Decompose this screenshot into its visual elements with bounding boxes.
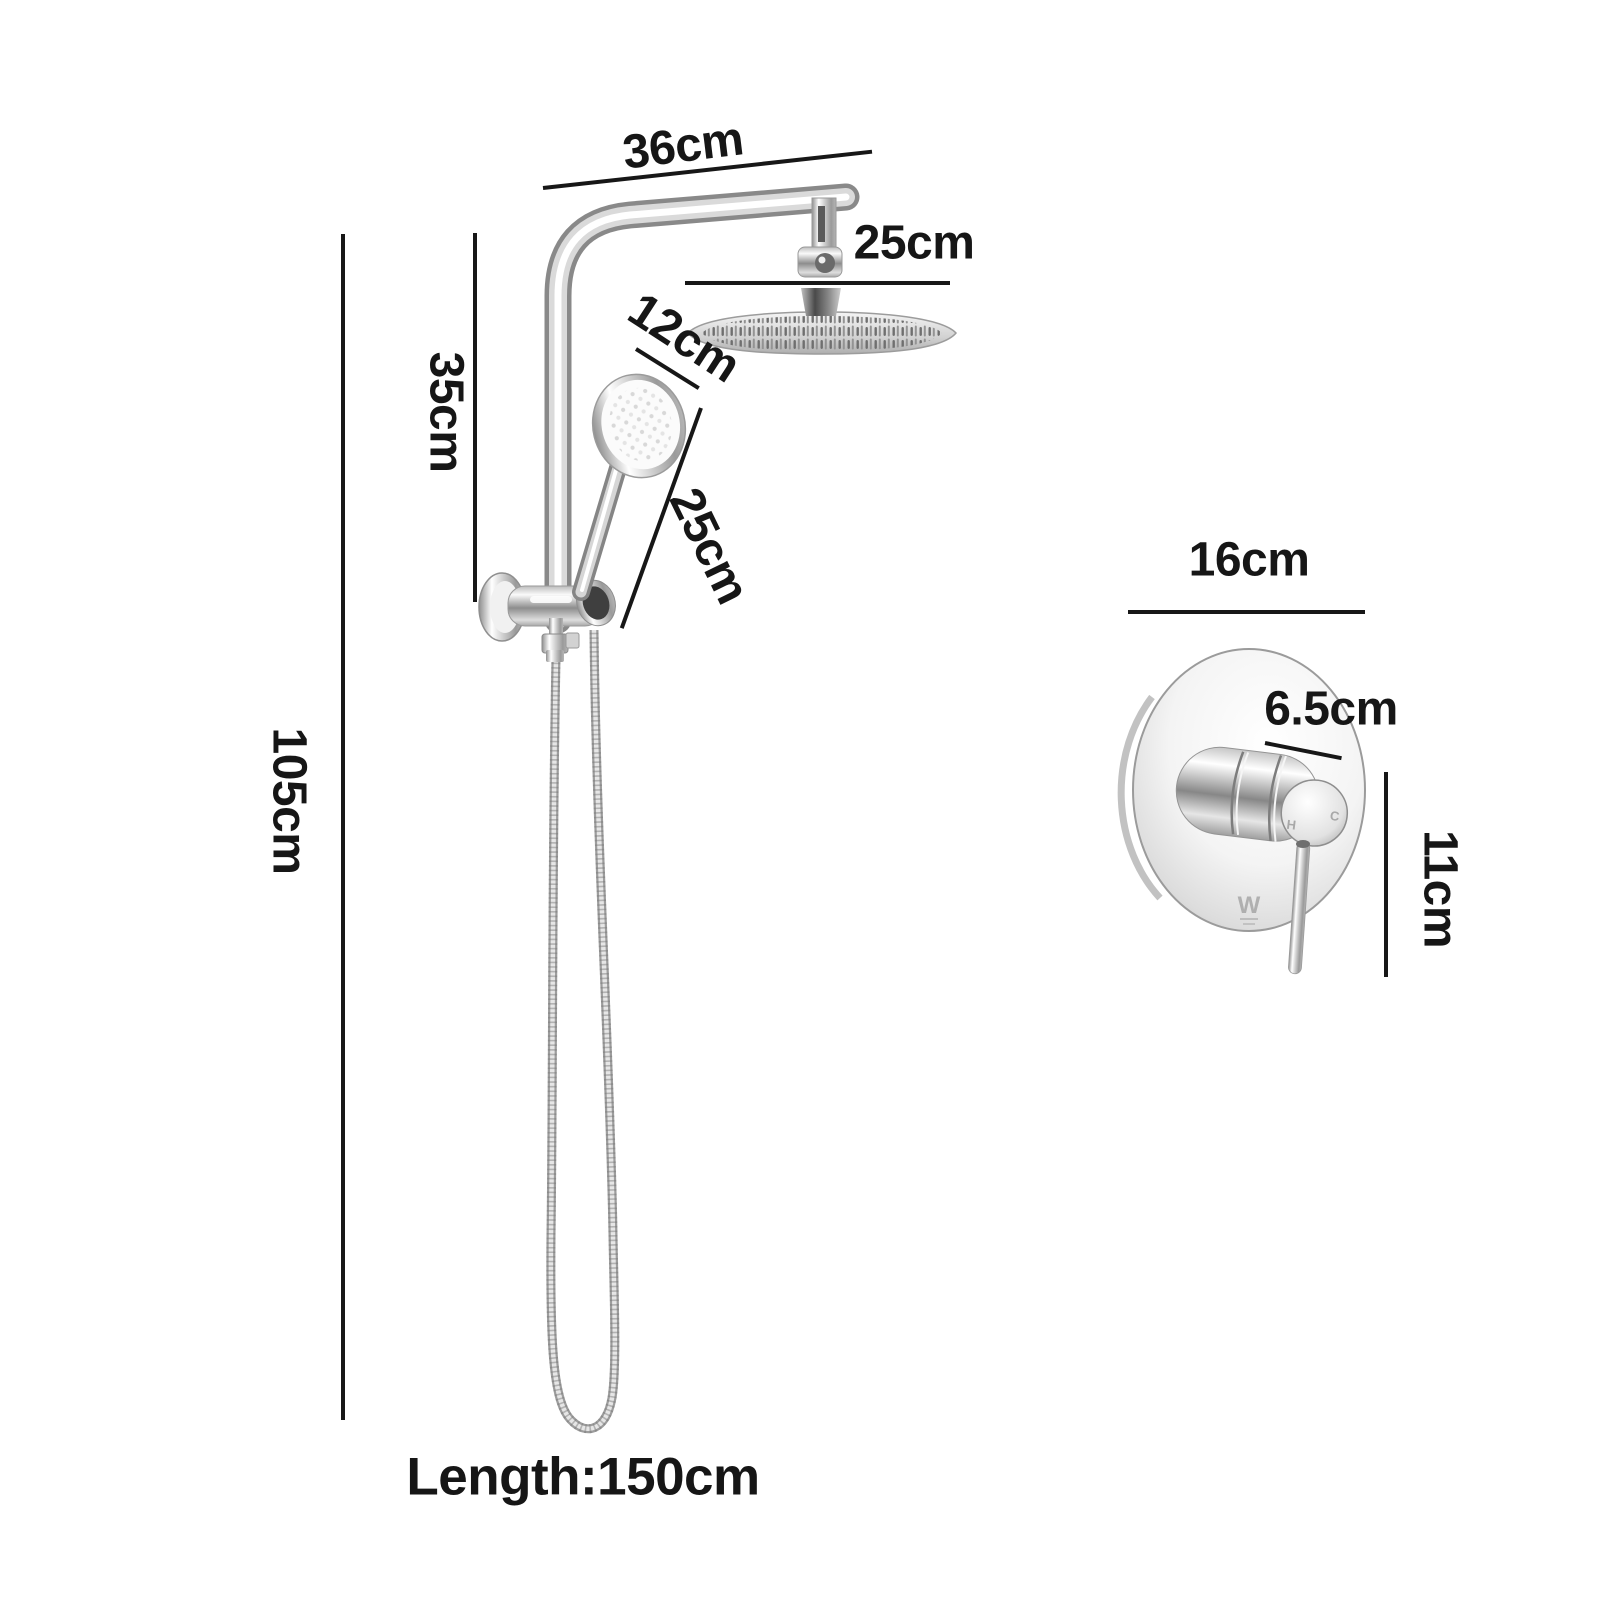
dim-line-mixer-plate-diameter <box>1128 610 1365 614</box>
rain-shower-head <box>687 311 957 355</box>
dim-line-mixer-handle-drop <box>1384 772 1388 977</box>
hot-marking: H <box>1286 817 1297 833</box>
dim-label-mixer-plate-diameter: 16cm <box>1188 533 1310 587</box>
dim-line-rail-height <box>473 233 477 602</box>
rain-head-nozzles <box>702 316 942 351</box>
mixer-valve: H C W <box>1117 648 1366 975</box>
shower-hose <box>551 630 615 1429</box>
dim-label-hose-length: Length:150cm <box>406 1447 760 1507</box>
wels-logo: W <box>1238 892 1261 925</box>
shower-arm-joint <box>797 197 843 316</box>
mixer-end-cap <box>1280 779 1349 847</box>
dim-label-mixer-handle-length: 6.5cm <box>1264 682 1398 736</box>
dim-line-head-diameter <box>685 281 950 285</box>
hand-shower-handle <box>581 456 621 592</box>
hand-shower-face <box>591 373 687 479</box>
mixer-plate-shadow <box>1117 694 1163 901</box>
dim-label-mixer-handle-drop: 11cm <box>1413 829 1467 949</box>
dim-label-rail-height: 35cm <box>419 351 473 473</box>
mixer-handle: H C <box>1175 746 1349 847</box>
dim-label-head-diameter: 25cm <box>853 216 975 270</box>
dim-label-total-height: 105cm <box>262 727 316 875</box>
shower-column <box>478 197 957 1429</box>
wall-bracket <box>478 572 616 662</box>
dim-line-total-height <box>341 234 345 1420</box>
rain-head-hub <box>801 288 841 316</box>
wels-logo-w: W <box>1238 892 1261 919</box>
cold-marking: C <box>1329 808 1341 824</box>
hand-shower <box>581 373 687 592</box>
